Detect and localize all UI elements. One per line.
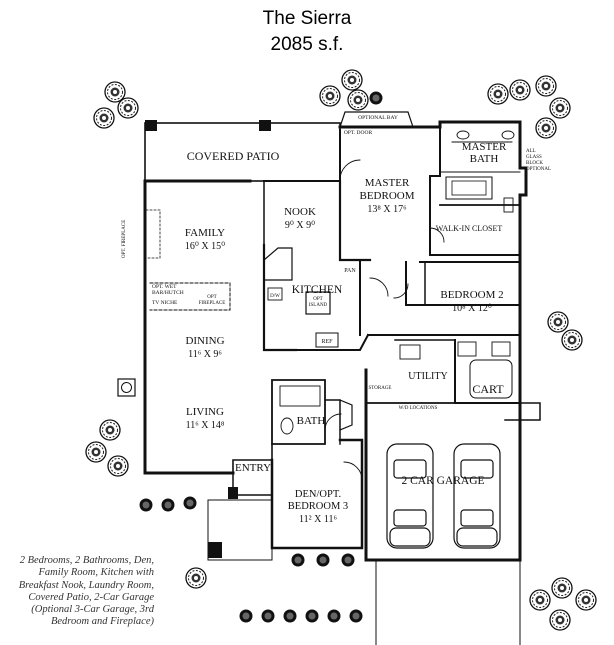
room-dining: DINING	[185, 335, 224, 347]
room-entry: ENTRY	[235, 462, 271, 474]
room-master-bedroom: MASTER	[365, 177, 410, 189]
shrub-icon	[549, 609, 571, 631]
shrub-icon	[183, 496, 197, 510]
plan-notes: OPTIONAL BAY OPT. DOOR ALL GLASS BLOCK O…	[122, 115, 551, 411]
shrub-icon	[85, 441, 107, 463]
shrub-icon	[349, 609, 363, 623]
note-pantry: PAN	[344, 268, 356, 274]
plan-title: The Sierra	[262, 8, 352, 29]
shrub-icon	[341, 553, 355, 567]
note-opt-island-2: ISLAND	[309, 303, 328, 308]
room-bedroom-2-dimensions: 10⁸ X 12⁰	[452, 303, 492, 314]
room-nook-dimensions: 9⁰ X 9⁰	[285, 220, 315, 231]
shrub-icon	[305, 609, 319, 623]
note-glass-block-2: GLASS	[526, 155, 542, 160]
room-family-dimensions: 16⁰ X 15⁰	[185, 241, 225, 252]
ac-unit-icon	[117, 378, 136, 397]
room-living: LIVING	[186, 406, 224, 418]
room-living-dimensions: 11⁶ X 14⁸	[186, 420, 225, 431]
shrub-icon	[291, 553, 305, 567]
room-family: FAMILY	[185, 227, 225, 239]
note-tv-niche: TV NICHE	[152, 300, 178, 306]
shrub-icon	[316, 553, 330, 567]
room-garage: 2 CAR GARAGE	[401, 475, 484, 487]
shrub-icon	[575, 589, 597, 611]
room-utility: UTILITY	[408, 371, 447, 382]
shrub-icon	[104, 81, 126, 103]
plan-square-footage: 2085 s.f.	[270, 34, 344, 55]
shrub-icon	[239, 609, 253, 623]
room-labels: COVERED PATIO FAMILY 16⁰ X 15⁰ NOOK 9⁰ X…	[185, 141, 507, 525]
shrub-icon	[369, 91, 383, 105]
shrub-icon	[341, 69, 363, 91]
note-optional-bay: OPTIONAL BAY	[358, 115, 398, 121]
room-master-bath-line2: BATH	[470, 153, 499, 165]
note-opt-fireplace-2b: FIREPLACE	[199, 301, 226, 306]
shrub-icon	[509, 79, 531, 101]
shrub-icon	[139, 498, 153, 512]
note-dishwasher: D/W	[270, 294, 280, 299]
note-opt-fireplace-2: OPT	[207, 295, 216, 300]
shrub-icon	[347, 89, 369, 111]
note-opt-island: OPT	[313, 297, 322, 302]
shrub-icon	[547, 311, 569, 333]
room-dining-dimensions: 11⁶ X 9⁶	[188, 349, 222, 360]
room-walk-in-closet: WALK-IN CLOSET	[436, 224, 503, 233]
shrub-icon	[93, 107, 115, 129]
room-bath: BATH	[297, 415, 326, 427]
shrub-icon	[561, 329, 583, 351]
shrub-icon	[535, 75, 557, 97]
room-covered-patio: COVERED PATIO	[187, 149, 280, 163]
walls	[143, 111, 541, 645]
shrub-icon	[99, 419, 121, 441]
shrub-icon	[185, 567, 207, 589]
shrub-icon	[535, 117, 557, 139]
shrub-icon	[161, 498, 175, 512]
note-opt-wet-bar: OPT. WET	[152, 284, 177, 290]
room-master-bedroom-line2: BEDROOM	[359, 190, 414, 202]
shrub-icon	[327, 609, 341, 623]
room-cart: CART	[472, 382, 504, 396]
room-den: DEN/OPT.	[295, 489, 341, 500]
shrub-icon	[107, 455, 129, 477]
room-bedroom-2: BEDROOM 2	[440, 289, 503, 301]
shrub-icon	[283, 609, 297, 623]
shrub-icon	[261, 609, 275, 623]
garage-car-icon	[453, 443, 501, 549]
note-storage: STORAGE	[369, 386, 392, 391]
note-wd-locations: W/D LOCATIONS	[399, 406, 438, 411]
shrub-icon	[529, 589, 551, 611]
shrub-icon	[117, 97, 139, 119]
garage-car-icon	[386, 443, 434, 549]
shrub-icon	[487, 83, 509, 105]
room-master-bath: MASTER	[462, 141, 507, 153]
shrub-icon	[551, 577, 573, 599]
note-glass-block-3: BLOCK	[526, 161, 543, 166]
note-opt-fireplace: OPT. FIREPLACE	[122, 220, 127, 258]
room-den-line2: BEDROOM 3	[288, 501, 348, 512]
shrub-icon	[549, 97, 571, 119]
note-refrigerator: REF	[321, 339, 333, 345]
plan-description: 2 Bedrooms, 2 Bathrooms, Den, Family Roo…	[18, 555, 154, 628]
room-den-dimensions: 11² X 11⁶	[299, 514, 337, 525]
note-glass-block: ALL	[526, 149, 536, 154]
note-opt-wet-bar-2: BAR/HUTCH	[152, 290, 184, 296]
shrub-icon	[319, 85, 341, 107]
room-kitchen: KITCHEN	[292, 284, 343, 296]
note-glass-block-4: OPTIONAL	[526, 167, 551, 172]
note-opt-door: OPT. DOOR	[344, 130, 373, 136]
room-master-dimensions: 13⁸ X 17⁶	[367, 204, 407, 215]
room-nook: NOOK	[284, 206, 316, 218]
